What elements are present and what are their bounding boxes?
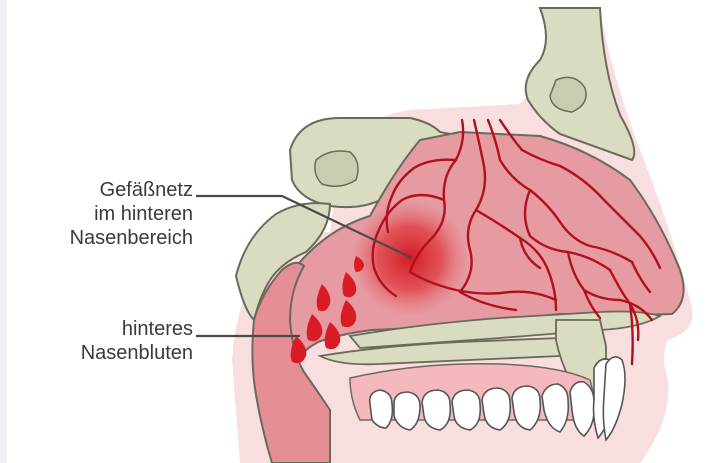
label-vessel-network: Gefäßnetz im hinteren Nasenbereich <box>70 178 193 250</box>
label-posterior-bleeding-line-2: Nasenbluten <box>81 341 193 365</box>
frontal-sinus <box>550 77 586 112</box>
label-vessel-network-line-3: Nasenbereich <box>70 226 193 250</box>
label-posterior-bleeding: hinteres Nasenbluten <box>81 317 193 365</box>
label-vessel-network-line-2: im hinteren <box>70 202 193 226</box>
label-posterior-bleeding-line-1: hinteres <box>81 317 193 341</box>
label-vessel-network-line-1: Gefäßnetz <box>70 178 193 202</box>
sinus-cell <box>315 151 358 186</box>
